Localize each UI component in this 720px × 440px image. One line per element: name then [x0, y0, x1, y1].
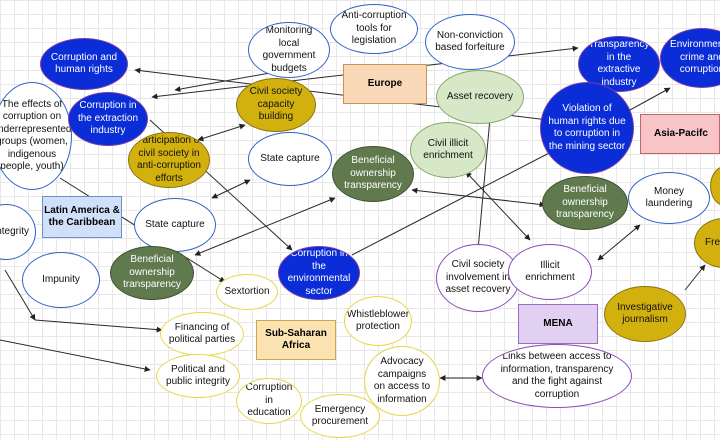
node-state-capture-latam[interactable]: State capture — [134, 198, 216, 252]
node-gold-partial[interactable] — [710, 166, 720, 206]
node-whistleblower[interactable]: Whistleblower protection — [344, 296, 412, 346]
node-bo-transparency-latam[interactable]: Beneficial ownership transparency — [110, 246, 194, 300]
node-money-laundering[interactable]: Money laundering — [628, 172, 710, 224]
node-violation-human-rights[interactable]: Violation of human rights due to corrupt… — [540, 82, 634, 174]
node-asset-recovery[interactable]: Asset recovery — [436, 70, 524, 124]
edge-journalism-to-press — [684, 264, 706, 291]
edge-mining-to-environmental-crime — [629, 87, 671, 111]
node-state-capture-europe[interactable]: State capture — [248, 132, 332, 186]
node-advocacy-campaigns[interactable]: Advocacy campaigns on access to informat… — [364, 346, 440, 416]
node-monitoring-budgets[interactable]: Monitoring local government budgets — [248, 22, 330, 78]
region-sub-saharan-africa: Sub-Saharan Africa — [256, 320, 336, 360]
edge-illicit-to-money — [597, 224, 641, 261]
node-effects-underrepresented[interactable]: The effects of corruption on underrepres… — [0, 82, 72, 190]
node-bo-transparency-europe[interactable]: Beneficial ownership transparency — [332, 146, 414, 202]
node-civil-society-capacity[interactable]: Civil society capacity building — [236, 78, 316, 132]
node-civil-illicit-enrichment[interactable]: Civil illicit enrichment — [410, 122, 486, 178]
region-europe: Europe — [343, 64, 427, 104]
node-illicit-enrichment[interactable]: Illicit enrichment — [508, 244, 592, 300]
node-environmental-crime[interactable]: Environmental crime and corruption — [660, 28, 720, 88]
node-impunity[interactable]: Impunity — [22, 252, 100, 308]
edge-statecapture-la-to-eu — [211, 179, 251, 199]
node-links-access-information[interactable]: Links between access to information, tra… — [482, 344, 632, 408]
node-anti-corruption-tools[interactable]: Anti-corruption tools for legislation — [330, 4, 418, 54]
edge-bo-eu-to-ap — [411, 187, 546, 208]
node-emergency-procurement[interactable]: Emergency procurement — [300, 394, 380, 438]
edge-illicit-to-illicit — [465, 171, 531, 241]
node-bo-transparency-asia[interactable]: Beneficial ownership transparency — [542, 176, 628, 230]
node-non-conviction-forfeiture[interactable]: Non-conviction based forfeiture — [425, 14, 515, 70]
region-latin-america: Latin America & the Caribbean — [42, 196, 122, 238]
edge-left-to-political — [0, 339, 151, 372]
node-press-freedom[interactable]: Fre ex — [694, 218, 720, 268]
node-political-integrity[interactable]: Political and public integrity — [156, 354, 240, 398]
node-sextortion[interactable]: Sextortion — [216, 274, 278, 310]
node-financing-parties[interactable]: Financing of political parties — [160, 312, 244, 356]
node-integrity[interactable]: Integrity — [0, 204, 36, 260]
node-civil-society-asset-recovery[interactable]: Civil society involvement in asset recov… — [436, 244, 520, 312]
edge-participation-to-capacity — [197, 123, 246, 142]
region-mena: MENA — [518, 304, 598, 344]
node-transparency-extractive[interactable]: Transparency in the extractive industry — [578, 36, 660, 92]
node-participation-civil-society[interactable]: Participation of civil society in anti-c… — [128, 132, 210, 188]
edge-effects-to-parties — [34, 319, 163, 333]
node-investigative-journalism[interactable]: Investigative journalism — [604, 286, 686, 342]
node-corruption-environment[interactable]: Corruption in the environmental sector — [278, 246, 360, 300]
node-corruption-human-rights[interactable]: Corruption and human rights — [40, 38, 128, 90]
node-corruption-education[interactable]: Corruption in education — [236, 378, 302, 424]
node-corruption-extraction[interactable]: Corruption in the extraction industry — [68, 92, 148, 146]
region-asia-pacific: Asia-Pacifc — [640, 114, 720, 154]
